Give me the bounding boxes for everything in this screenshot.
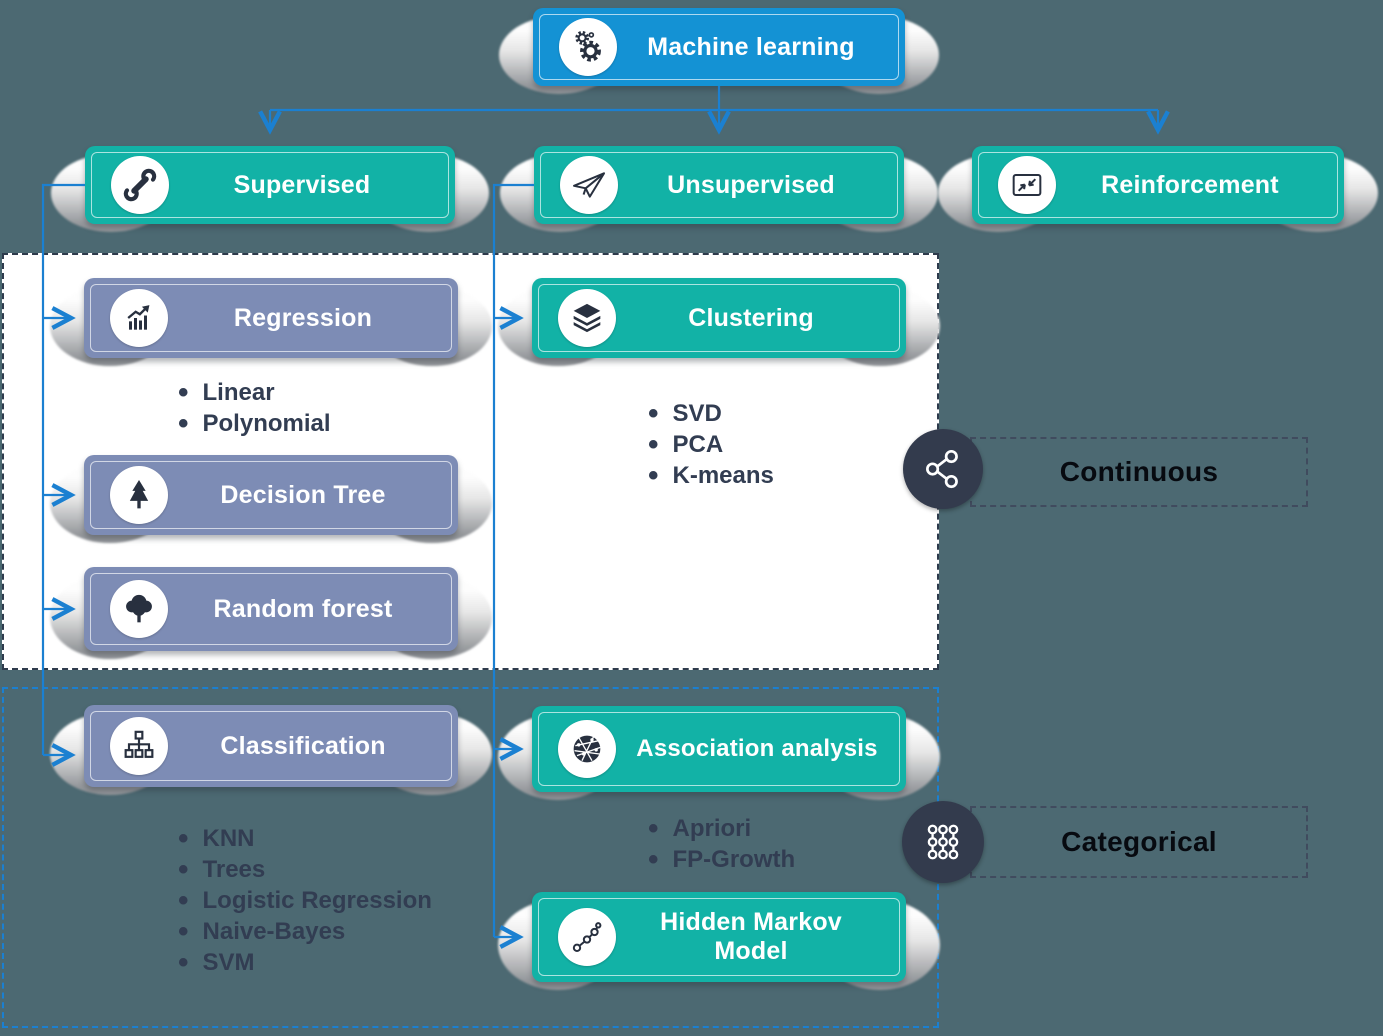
node-label: Classification — [220, 731, 386, 760]
list-item: KNN — [178, 823, 432, 854]
node-unsupervised: Unsupervised — [500, 146, 938, 232]
node-label: Supervised — [233, 170, 371, 199]
screen-compress-icon — [998, 156, 1056, 214]
dots-grid-icon — [902, 801, 984, 883]
list-item: SVM — [178, 947, 432, 978]
node-random-forest: Random forest — [50, 567, 492, 659]
badge-label: Categorical — [1061, 826, 1217, 857]
markov-chain-icon — [558, 908, 616, 966]
list-item: SVD — [648, 398, 774, 429]
pine-tree-icon — [110, 466, 168, 524]
node-reinforcement: Reinforcement — [938, 146, 1378, 232]
association-methods-list: Apriori FP-Growth — [648, 813, 796, 875]
list-item: Linear — [178, 377, 331, 408]
classification-methods-list: KNN Trees Logistic Regression Naive-Baye… — [178, 823, 432, 978]
list-item: Logistic Regression — [178, 885, 432, 916]
categorical-badge: Categorical — [970, 806, 1308, 878]
globe-network-icon — [558, 720, 616, 778]
continuous-badge: Continuous — [970, 437, 1308, 507]
list-item: FP-Growth — [648, 844, 796, 875]
node-machine-learning: Machine learning — [499, 8, 939, 94]
node-label: Hidden Markov Model — [660, 908, 842, 965]
node-label: Association analysis — [636, 735, 878, 763]
node-label: Reinforcement — [1101, 170, 1279, 199]
node-label: Machine learning — [647, 32, 855, 61]
hierarchy-icon — [110, 717, 168, 775]
node-label: Random forest — [213, 594, 393, 623]
share-nodes-icon — [903, 429, 983, 509]
node-association-analysis: Association analysis — [498, 706, 940, 800]
list-item: PCA — [648, 429, 774, 460]
badge-label: Continuous — [1059, 456, 1219, 487]
regression-methods-list: Linear Polynomial — [178, 377, 331, 439]
list-item: Trees — [178, 854, 432, 885]
node-hidden-markov-model: Hidden Markov Model — [498, 892, 940, 990]
layers-icon — [558, 289, 616, 347]
paper-plane-icon — [560, 156, 618, 214]
node-regression: Regression — [50, 278, 492, 366]
node-label: Unsupervised — [667, 170, 835, 199]
round-tree-icon — [110, 580, 168, 638]
list-item: Apriori — [648, 813, 795, 844]
node-decision-tree: Decision Tree — [50, 455, 492, 543]
list-item: Naive-Bayes — [178, 916, 432, 947]
node-supervised: Supervised — [51, 146, 489, 232]
list-item: K-means — [648, 460, 774, 491]
list-item: Polynomial — [178, 408, 331, 439]
node-classification: Classification — [50, 705, 492, 795]
clustering-methods-list: SVD PCA K-means — [648, 398, 774, 491]
node-label: Decision Tree — [220, 480, 386, 509]
node-label: Clustering — [688, 303, 814, 332]
node-label: Regression — [233, 303, 373, 332]
chart-increase-icon — [110, 289, 168, 347]
gears-icon — [559, 18, 617, 76]
wrench-icon — [111, 156, 169, 214]
node-clustering: Clustering — [498, 278, 940, 366]
